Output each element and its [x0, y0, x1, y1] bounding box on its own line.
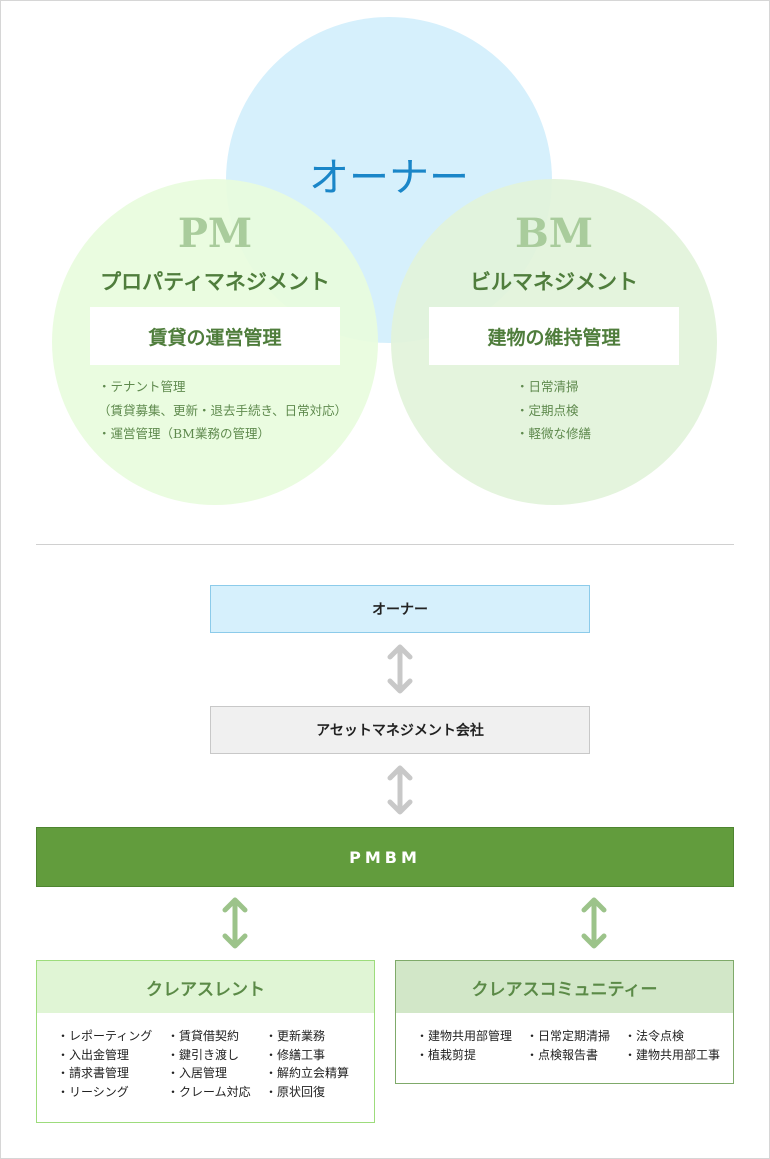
bm-role: 建物の維持管理 — [429, 307, 679, 365]
service-item: ・更新業務 — [265, 1029, 326, 1043]
service-item: ・日常定期清掃 — [526, 1029, 611, 1043]
cleas-community-box: クレアスコミュニティー ・建物共用部管理・植栽剪提 ・日常定期清掃・点検報告書 … — [395, 960, 734, 1084]
pm-abbr: PM — [177, 210, 253, 257]
divider — [36, 544, 734, 545]
double-arrow-icon — [222, 897, 248, 949]
service-item: ・賃貸借契約 — [167, 1029, 240, 1043]
bm-item: ・軽微な修繕 — [516, 426, 592, 441]
cleas-community-title: クレアスコミュニティー — [396, 961, 733, 1013]
owner-label: オーナー — [309, 155, 469, 201]
service-item: ・建物共用部工事 — [624, 1047, 721, 1062]
service-item: ・レポーティング — [57, 1029, 153, 1043]
flow-owner-box: オーナー — [210, 585, 590, 633]
service-item: ・クレーム対応 — [167, 1084, 251, 1099]
service-item: ・点検報告書 — [526, 1047, 599, 1062]
bm-abbr: BM — [514, 210, 594, 257]
pm-item: ・運営管理（BM業務の管理） — [98, 426, 270, 441]
bm-items: ・日常清掃 ・定期点検 ・軽微な修繕 — [516, 375, 591, 446]
bm-item: ・日常清掃 — [516, 379, 579, 394]
service-item: ・原状回復 — [265, 1084, 326, 1099]
service-item: ・植栽剪提 — [416, 1047, 477, 1062]
service-item: ・鍵引き渡し — [167, 1047, 240, 1062]
double-arrow-icon — [581, 897, 607, 949]
service-item: ・法令点検 — [624, 1029, 685, 1043]
double-arrow-icon — [387, 765, 413, 815]
cleas-community-services: ・建物共用部管理・植栽剪提 ・日常定期清掃・点検報告書 ・法令点検・建物共用部工… — [396, 1013, 733, 1064]
bm-item: ・定期点検 — [516, 402, 579, 418]
cleas-rent-services: ・レポーティング・入出金管理・請求書管理・リーシング ・賃貸借契約・鍵引き渡し・… — [37, 1013, 374, 1101]
service-item: ・建物共用部管理 — [416, 1029, 513, 1043]
service-item: ・入出金管理 — [57, 1047, 130, 1062]
service-item: ・修繕工事 — [265, 1047, 326, 1062]
cleas-rent-title: クレアスレント — [37, 961, 374, 1013]
cleas-rent-box: クレアスレント ・レポーティング・入出金管理・請求書管理・リーシング ・賃貸借契… — [36, 960, 375, 1123]
service-item: ・解約立会精算 — [265, 1066, 350, 1080]
service-item: ・入居管理 — [167, 1066, 228, 1080]
pm-items: ・テナント管理 （賃貸募集、更新・退去手続き、日常対応） ・運営管理（BM業務の… — [98, 375, 347, 446]
service-item: ・リーシング — [57, 1084, 129, 1099]
bm-name: ビルマネジメント — [470, 269, 638, 294]
pm-role: 賃貸の運営管理 — [90, 307, 340, 365]
service-item: ・請求書管理 — [57, 1066, 130, 1080]
pmbm-box: PMBM — [36, 827, 734, 887]
double-arrow-icon — [387, 644, 413, 694]
pm-name: プロパティマネジメント — [100, 269, 330, 294]
am-company-box: アセットマネジメント会社 — [210, 706, 590, 754]
pm-item: ・テナント管理 — [98, 379, 186, 394]
pm-item: （賃貸募集、更新・退去手続き、日常対応） — [98, 402, 348, 418]
